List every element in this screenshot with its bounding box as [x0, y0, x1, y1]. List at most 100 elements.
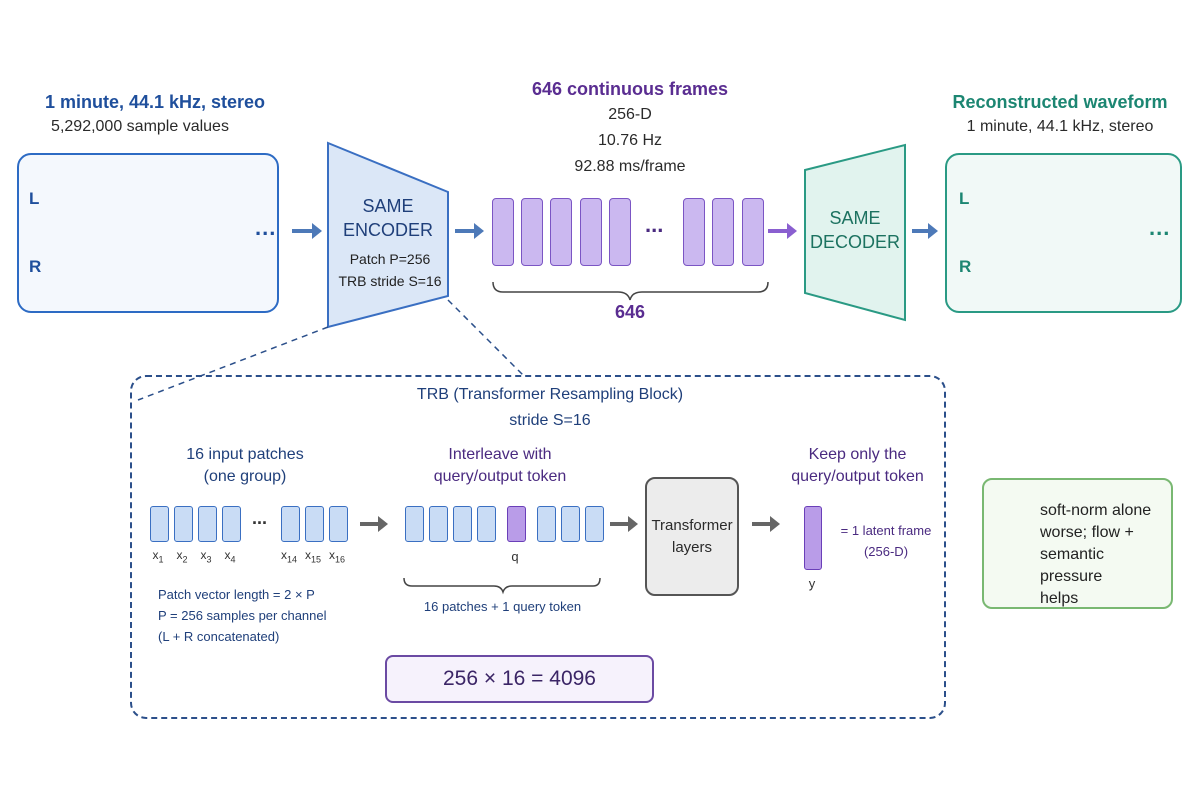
input-patch	[150, 506, 169, 542]
frames-rate: 10.76 Hz	[597, 132, 663, 149]
trb-latent-note: = 1 latent frame (256-D)	[836, 520, 936, 562]
note-line1: soft-norm alone	[1040, 502, 1152, 519]
trb-latent-line1: = 1 latent frame	[840, 523, 932, 538]
trb-patch-note-line2: P = 256 samples per channel	[158, 608, 327, 623]
trb-transformer-layers: Transformer layers	[645, 477, 739, 596]
encoder-stride: TRB stride S=16	[338, 273, 442, 289]
latent-frame	[683, 198, 705, 266]
interleave-brace	[403, 577, 601, 595]
patch-label: x3	[200, 548, 212, 565]
arrow-input-to-encoder	[292, 223, 322, 239]
trb-input-heading: 16 input patches (one group)	[160, 444, 330, 488]
decoder-title-line2: DECODER	[809, 232, 900, 252]
frames-brace	[492, 281, 769, 301]
note-text: soft-norm alone worse; flow + semantic p…	[1040, 500, 1165, 610]
patch-label: x15	[304, 548, 321, 565]
decoder-title-line1: SAME	[829, 208, 881, 228]
decoder-title: SAME DECODER	[808, 206, 902, 254]
trb-output-y-label: y	[808, 576, 816, 591]
trb-query-label: q	[511, 549, 519, 564]
interleaved-patch	[453, 506, 472, 542]
interleaved-patch	[561, 506, 580, 542]
decoder-shape	[804, 143, 906, 322]
interleaved-patch	[405, 506, 424, 542]
input-waveform-panel: L R ...	[17, 153, 279, 313]
trb-keep-line1: Keep only the	[808, 446, 907, 463]
input-title: 1 minute, 44.1 kHz, stereo	[44, 92, 266, 112]
interleaved-patch	[537, 506, 556, 542]
arrow-frames-to-decoder	[768, 223, 797, 239]
trb-transformer-line2: layers	[671, 538, 712, 556]
arrow-encoder-to-frames	[455, 223, 484, 239]
frames-count-label: 646	[614, 302, 646, 322]
interleaved-patch	[477, 506, 496, 542]
latent-frame	[742, 198, 764, 266]
input-patch	[329, 506, 348, 542]
patch-label: x4	[224, 548, 236, 565]
output-waveform-panel: L R ...	[945, 153, 1182, 313]
input-patch	[305, 506, 324, 542]
frames-dim: 256-D	[608, 106, 652, 123]
trb-interleave-heading: Interleave with query/output token	[400, 444, 600, 488]
interleaved-patch	[585, 506, 604, 542]
trb-input-heading-line2: (one group)	[203, 468, 287, 485]
arrow-patches-to-interleave	[360, 516, 388, 532]
latent-frame	[712, 198, 734, 266]
note-box: soft-norm alone worse; flow + semantic p…	[982, 478, 1173, 609]
arrow-decoder-to-output	[912, 223, 938, 239]
zoom-line-left	[137, 326, 329, 401]
frames-ellipsis: ...	[645, 212, 664, 237]
trb-detail-panel	[130, 375, 946, 719]
trb-patch-note-line1: Patch vector length = 2 × P	[158, 587, 315, 602]
trb-keep-heading: Keep only the query/output token	[775, 444, 940, 488]
encoder-details: Patch P=256 TRB stride S=16	[330, 248, 450, 292]
encoder-title-line2: ENCODER	[342, 220, 433, 240]
query-token	[507, 506, 526, 542]
encoder-patch-size: Patch P=256	[349, 251, 431, 267]
note-line3: semantic pressure	[1040, 546, 1105, 585]
latent-frame	[609, 198, 631, 266]
output-channel-left-label: L	[959, 189, 970, 208]
patch-label: x16	[328, 548, 345, 565]
trb-interleave-caption: 16 patches + 1 query token	[423, 599, 582, 614]
input-patch	[281, 506, 300, 542]
trb-transformer-line1: Transformer	[651, 516, 733, 534]
output-channel-right-label: R	[959, 257, 972, 276]
note-line4: helps	[1040, 590, 1079, 607]
arrow-transformer-to-output	[752, 516, 780, 532]
input-ellipsis: ...	[255, 215, 277, 240]
input-patch	[174, 506, 193, 542]
frames-duration: 92.88 ms/frame	[574, 158, 686, 175]
trb-input-heading-line1: 16 input patches	[186, 446, 304, 463]
trb-subtitle: stride S=16	[509, 412, 591, 429]
patch-label: x14	[280, 548, 297, 565]
latent-frame	[492, 198, 514, 266]
input-patch	[198, 506, 217, 542]
trb-patch-note-line3: (L + R concatenated)	[158, 629, 280, 644]
encoder-shape	[327, 141, 449, 329]
latent-frame	[580, 198, 602, 266]
latent-frame	[521, 198, 543, 266]
output-title: Reconstructed waveform	[952, 92, 1168, 112]
trb-title: TRB (Transformer Resampling Block)	[416, 386, 684, 403]
trb-formula: 256 × 16 = 4096	[385, 655, 654, 703]
arrow-interleave-to-transformer	[610, 516, 638, 532]
latent-frame	[550, 198, 572, 266]
input-channel-left-label: L	[29, 189, 40, 208]
trb-input-ellipsis: ...	[252, 508, 268, 528]
trb-latent-line2: (256-D)	[863, 544, 909, 559]
trb-interleave-line2: query/output token	[433, 468, 567, 485]
output-subtitle: 1 minute, 44.1 kHz, stereo	[966, 118, 1154, 135]
frames-title: 646 continuous frames	[531, 79, 729, 99]
input-patch	[222, 506, 241, 542]
input-channel-right-label: R	[29, 257, 42, 276]
trb-interleave-line1: Interleave with	[448, 446, 552, 463]
interleaved-patch	[429, 506, 448, 542]
patch-label: x2	[176, 548, 188, 565]
trb-keep-line2: query/output token	[791, 468, 924, 485]
encoder-title-line1: SAME	[362, 196, 414, 216]
encoder-title: SAME ENCODER	[330, 194, 446, 242]
patch-label: x1	[152, 548, 164, 565]
note-line2: worse; flow +	[1040, 524, 1134, 541]
zoom-line-right	[447, 299, 526, 378]
